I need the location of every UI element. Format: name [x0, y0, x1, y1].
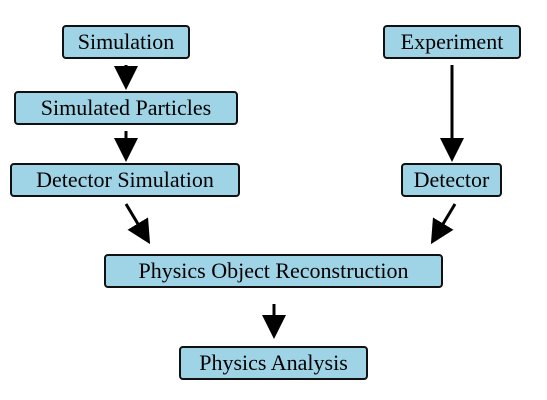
- node-detector-simulation: Detector Simulation: [10, 163, 240, 197]
- arrow-detector-to-reconstruction: [430, 203, 457, 245]
- node-simulation: Simulation: [62, 25, 190, 59]
- node-physics-object-reconstruction: Physics Object Reconstruction: [104, 254, 443, 288]
- node-simulated-particles: Simulated Particles: [14, 91, 238, 125]
- node-experiment: Experiment: [383, 25, 521, 59]
- node-physics-analysis: Physics Analysis: [179, 346, 368, 380]
- node-detector: Detector: [401, 163, 502, 197]
- arrow-detector-simulation-to-reconstruction: [124, 203, 151, 245]
